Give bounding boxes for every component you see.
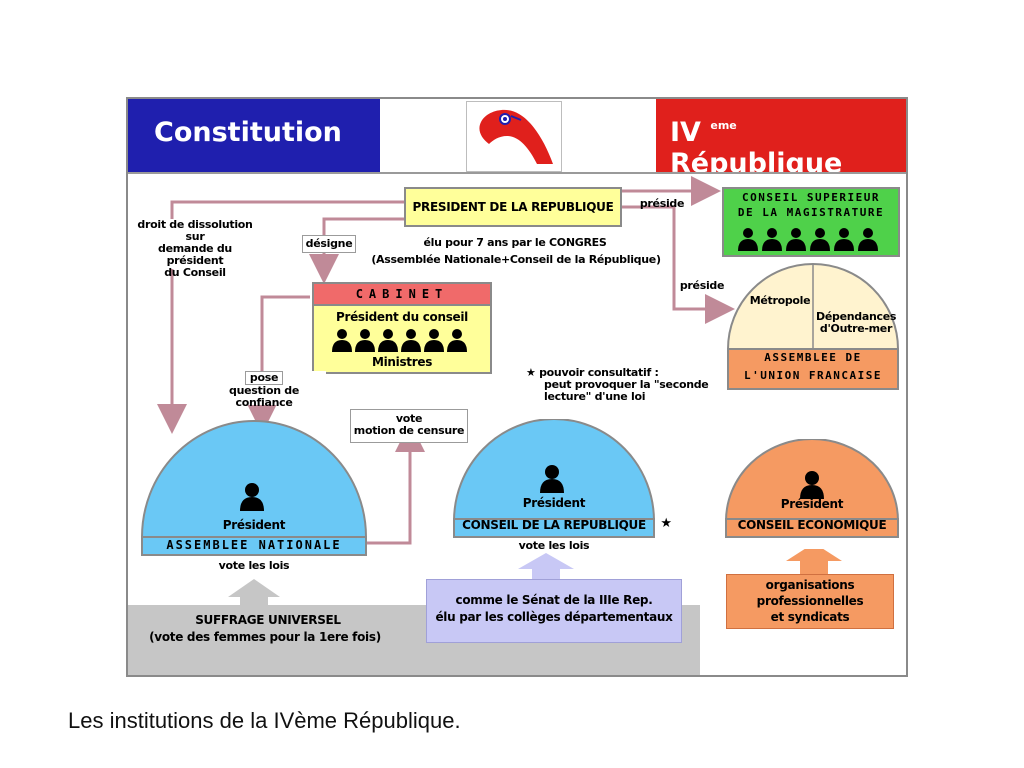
designe-label: désigne xyxy=(302,235,356,253)
president-elected-detail: (Assemblée Nationale+Conseil de la Répub… xyxy=(371,253,661,266)
consultatif-label: ★ pouvoir consultatif : peut provoquer l… xyxy=(526,366,709,403)
conseil-eco-name: CONSEIL ECONOMIQUE xyxy=(737,518,887,532)
president-title: PRESIDENT DE LA REPUBLIQUE xyxy=(412,200,614,214)
organisations-box: organisations professionnelles et syndic… xyxy=(726,574,894,629)
senat-line2: élu par les collèges départementaux xyxy=(435,610,673,624)
person-icon xyxy=(240,483,264,511)
union-dependances: Dépendances d'Outre-mer xyxy=(816,310,897,335)
confiance-label: pose question de confiance xyxy=(202,371,326,409)
conseil-eco-president: Président xyxy=(780,497,844,511)
vote-lois-assemblee: vote les lois xyxy=(218,559,290,572)
dissolution-label: droit de dissolution sur demande du prés… xyxy=(128,219,262,279)
union-metropole: Métropole xyxy=(749,294,811,307)
assemblee-name: ASSEMBLEE NATIONALE xyxy=(166,538,342,552)
header-left: Constitution xyxy=(128,99,380,174)
cabinet-members xyxy=(332,329,467,352)
bonnet-phrygien-icon xyxy=(466,101,562,172)
censure-label: vote motion de censure xyxy=(350,409,468,443)
conseil-eco-dome xyxy=(724,439,900,538)
senat-box: comme le Sénat de la IIIe Rep. élu par l… xyxy=(426,579,682,643)
person-icon xyxy=(540,465,564,493)
cabinet-box: CABINET Président du conseil Ministres xyxy=(312,282,492,374)
person-icon xyxy=(800,471,824,499)
assemblee-dome xyxy=(140,420,368,556)
organisations-line2: professionnelles xyxy=(756,594,864,608)
preside-label-2: préside xyxy=(679,279,725,292)
conseil-rep-star: ★ xyxy=(660,516,672,531)
suffrage-line1: SUFFRAGE UNIVERSEL xyxy=(195,613,341,627)
vote-lois-conseil: vote les lois xyxy=(518,539,590,552)
conseil-rep-name: CONSEIL DE LA REPUBLIQUE xyxy=(462,518,646,532)
conseil-rep-president: Président xyxy=(522,496,586,510)
organisations-line1: organisations xyxy=(765,578,855,592)
caption: Les institutions de la IVème République. xyxy=(68,708,461,733)
preside-label-1: préside xyxy=(639,197,685,210)
star-icon: ★ xyxy=(526,366,536,379)
header-left-title: Constitution xyxy=(154,117,342,148)
diagram-frame: Constitution IV eme République xyxy=(126,97,908,677)
cabinet-president: Président du conseil xyxy=(335,310,468,324)
assemblee-president: Président xyxy=(222,518,286,532)
csm-line1: CONSEIL SUPERIEUR xyxy=(741,191,881,204)
organisations-line3: et syndicats xyxy=(770,610,850,624)
senat-line1: comme le Sénat de la IIIe Rep. xyxy=(455,593,653,607)
cabinet-title: CABINET xyxy=(355,287,449,301)
cabinet-ministres: Ministres xyxy=(371,355,433,369)
csm-members xyxy=(738,228,878,251)
union-line2: L'UNION FRANCAISE xyxy=(743,369,883,382)
csm-box: CONSEIL SUPERIEUR DE LA MAGISTRATURE xyxy=(722,187,900,257)
president-box: PRESIDENT DE LA REPUBLIQUE xyxy=(404,187,622,227)
header-divider xyxy=(128,172,906,174)
csm-line2: DE LA MAGISTRATURE xyxy=(737,206,885,219)
conseil-rep-dome xyxy=(452,419,656,538)
union-line1: ASSEMBLEE DE xyxy=(764,351,862,364)
suffrage-line2: (vote des femmes pour la 1ere fois) xyxy=(149,630,381,644)
president-elected: élu pour 7 ans par le CONGRES xyxy=(423,236,607,249)
union-dome xyxy=(726,263,900,390)
feed-arrows xyxy=(228,549,842,609)
